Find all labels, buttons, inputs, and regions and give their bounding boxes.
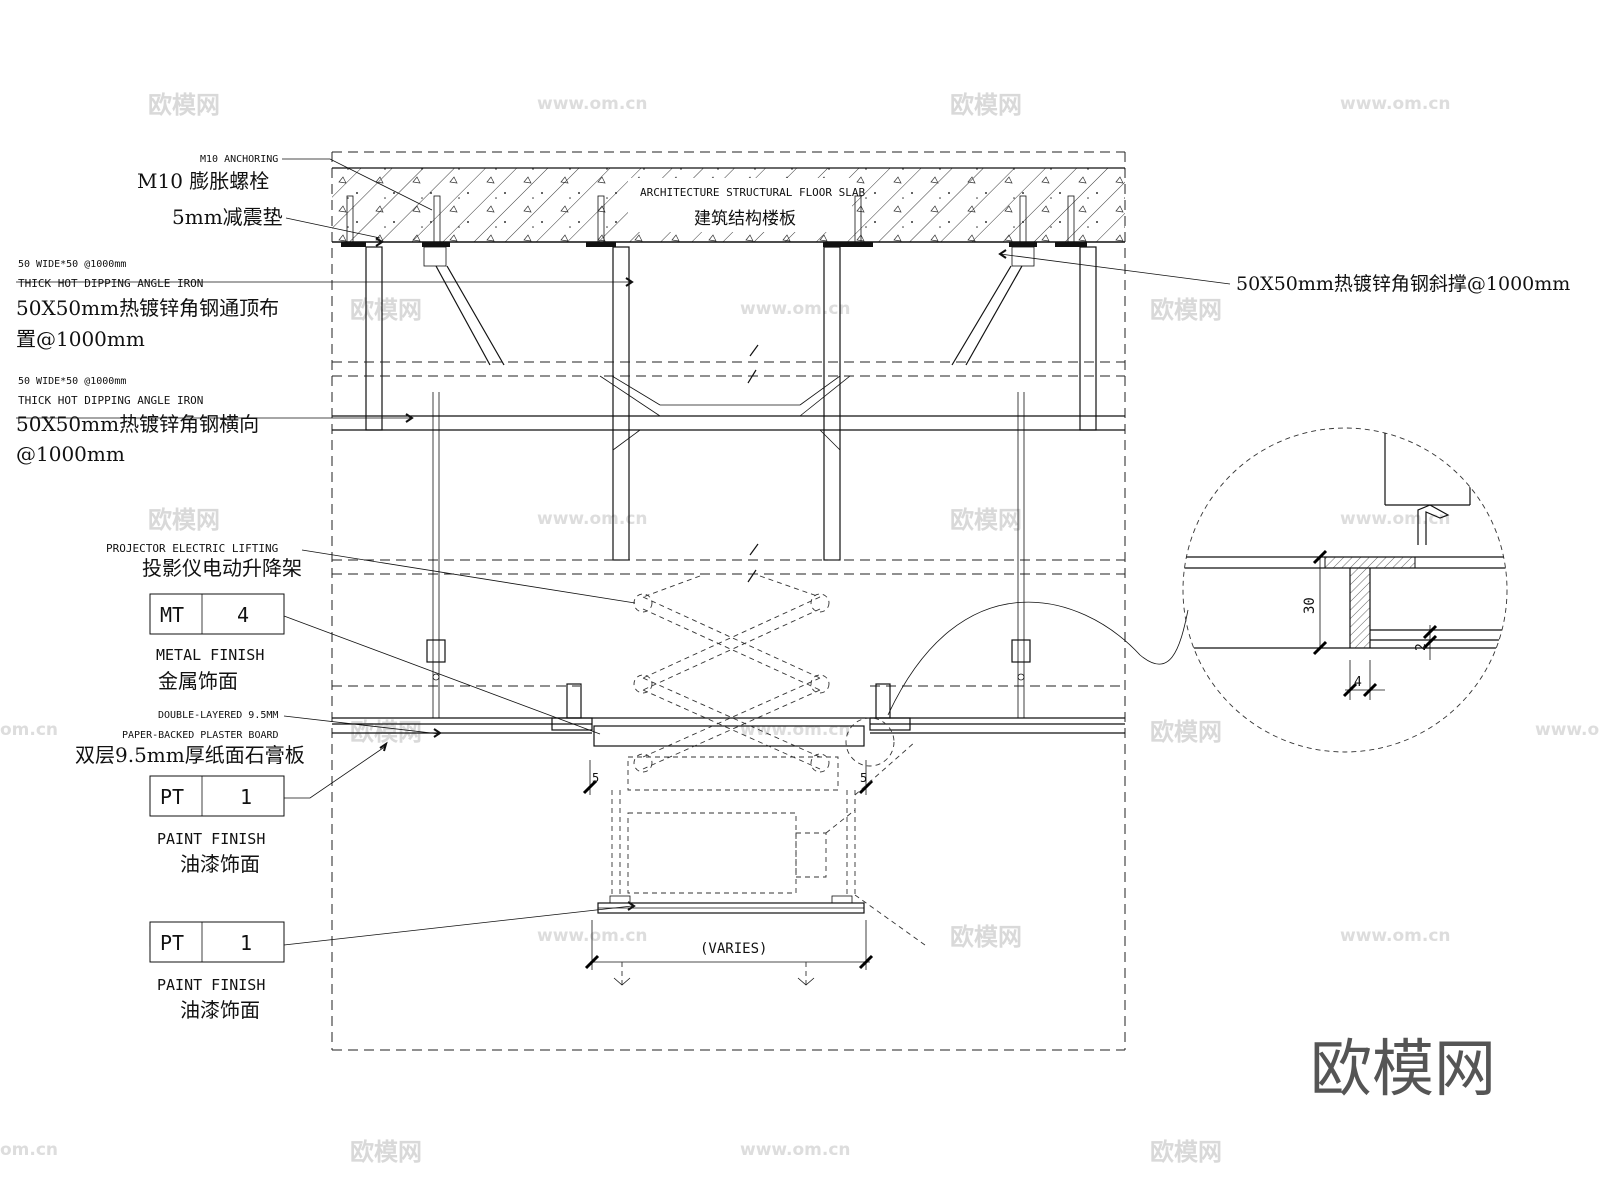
anchor-bolt (586, 195, 616, 247)
detail-bubble: 30 2 4 (845, 427, 1508, 767)
material-tag-pt1-lower: PT 1 (149, 921, 285, 963)
watermark-url: www.om.cn (537, 509, 648, 529)
label-angle-h-cn1: 50X50mm热镀锌角钢横向 (16, 412, 259, 436)
varies-label: (VARIES) (700, 941, 767, 957)
watermark-text: 欧模网 (148, 506, 220, 534)
watermark-text: 欧模网 (950, 506, 1022, 534)
label-m10-en: M10 ANCHORING (200, 154, 278, 165)
label-angle-h-en1: 50 WIDE*50 @1000mm (18, 376, 126, 387)
label-paint2-cn: 油漆饰面 (180, 998, 260, 1022)
tag-number: 1 (240, 931, 252, 955)
tag-number: 4 (237, 603, 249, 627)
watermark-url: www.om.cn (1340, 926, 1451, 946)
watermark-text: 欧模网 (350, 1138, 422, 1166)
annotation-labels: M10 ANCHORING M10 膨胀螺栓 5mm减震垫 50 WIDE*50… (16, 154, 1570, 1022)
watermark-url: www.om.cn (1340, 94, 1451, 114)
label-angle-h-en2: THICK HOT DIPPING ANGLE IRON (18, 394, 203, 407)
label-angle-top-en2: THICK HOT DIPPING ANGLE IRON (18, 277, 203, 290)
detail-dim-4: 4 (1354, 675, 1362, 690)
anchor-bolt (1009, 195, 1037, 247)
label-paint2-en: PAINT FINISH (157, 976, 265, 994)
brand-logo: 欧模网 (1310, 1032, 1496, 1105)
label-angle-top-cn2: 置@1000mm (16, 327, 145, 351)
label-pad-cn: 5mm减震垫 (172, 205, 283, 229)
material-tag-pt1: PT 1 (149, 775, 285, 817)
watermark-text: 欧模网 (350, 718, 422, 746)
watermark-text: 欧模网 (1150, 718, 1222, 746)
label-projector-cn: 投影仪电动升降架 (142, 556, 302, 580)
dim-5-right: 5 (860, 771, 867, 785)
watermark-text: 欧模网 (350, 296, 422, 324)
watermark-text: 欧模网 (950, 91, 1022, 119)
watermark-url: www.om.cn (1535, 720, 1600, 740)
label-projector-en: PROJECTOR ELECTRIC LIFTING (106, 542, 278, 555)
watermark-text: 欧模网 (148, 91, 220, 119)
watermark-url: www.om.cn (1340, 509, 1451, 529)
label-angle-top-en1: 50 WIDE*50 @1000mm (18, 259, 126, 270)
watermark-partial: om.cn (0, 1140, 58, 1160)
anchor-bolt (1055, 195, 1087, 247)
label-paint-en: PAINT FINISH (157, 830, 265, 848)
watermark-text: 欧模网 (1150, 296, 1222, 324)
watermark-url: www.om.cn (740, 299, 851, 319)
anchor-bolt (823, 195, 873, 247)
leader-lines (16, 158, 1231, 946)
label-angle-h-cn2: @1000mm (16, 442, 125, 466)
detail-dim-30: 30 (1302, 597, 1318, 614)
tag-code: MT (160, 603, 184, 627)
dim-5-left: 5 (592, 771, 599, 785)
slab-label-en: ARCHITECTURE STRUCTURAL FLOOR SLAB (640, 186, 866, 199)
drawing-frame (331, 151, 1126, 1051)
tag-code: PT (160, 931, 184, 955)
label-metal-en: METAL FINISH (156, 646, 264, 664)
label-paint-cn: 油漆饰面 (180, 852, 260, 876)
floor-slab: ARCHITECTURE STRUCTURAL FLOOR SLAB 建筑结构楼… (332, 167, 1125, 243)
material-tag-mt4: MT 4 (149, 593, 285, 635)
label-metal-cn: 金属饰面 (158, 669, 238, 693)
slab-label-cn: 建筑结构楼板 (694, 209, 796, 229)
tag-number: 1 (240, 785, 252, 809)
label-angle-top-cn1: 50X50mm热镀锌角钢通顶布 (16, 296, 279, 320)
anchor-bolt (341, 195, 366, 247)
label-m10-cn: M10 膨胀螺栓 (137, 169, 269, 193)
steel-frame (332, 246, 1125, 718)
label-board-en2: PAPER-BACKED PLASTER BOARD (122, 730, 279, 741)
anchor-bolts (341, 195, 1087, 267)
tag-code: PT (160, 785, 184, 809)
detail-dim-2: 2 (1414, 643, 1429, 651)
label-board-en1: DOUBLE-LAYERED 9.5MM (158, 710, 278, 721)
watermark-url: www.om.cn (740, 720, 851, 740)
watermark-url: www.om.cn (740, 1140, 851, 1160)
anchor-bolt (422, 195, 450, 247)
watermark-partial: om.cn (0, 720, 58, 740)
watermark-url: www.om.cn (537, 94, 648, 114)
projector-lifter: (VARIES) (584, 575, 926, 986)
watermark-text: 欧模网 (950, 923, 1022, 951)
label-brace-cn: 50X50mm热镀锌角钢斜撑@1000mm (1236, 273, 1570, 295)
ceiling-system: 5 5 (332, 683, 1125, 795)
watermark-text: 欧模网 (1150, 1138, 1222, 1166)
label-board-cn: 双层9.5mm厚纸面石膏板 (75, 743, 305, 767)
